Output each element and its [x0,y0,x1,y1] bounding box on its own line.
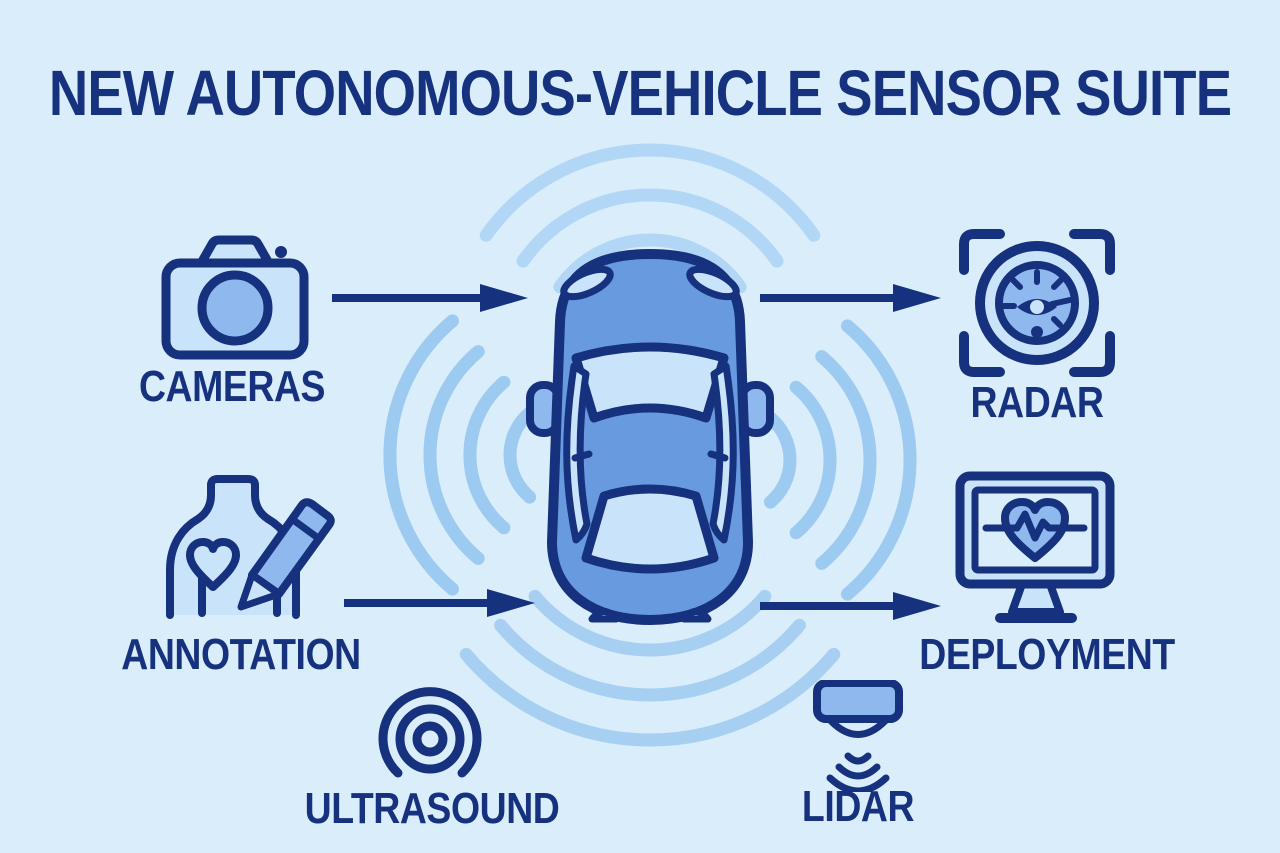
right-pillar [707,450,729,462]
lidar-waves-icon [826,752,890,795]
lidar-device [813,679,903,723]
windshield [571,342,729,423]
node-lidar [810,679,906,797]
front-waves-icon [479,143,821,294]
rear-window [581,484,719,574]
node-cameras [160,235,310,365]
node-radar [958,228,1116,383]
ultrasound-icon [378,687,482,778]
gauge-ticks [1001,269,1073,328]
left-waves-icon [383,314,537,596]
label-cameras: CAMERAS [138,362,326,411]
node-annotation [140,455,345,628]
node-deployment [952,470,1120,633]
arrow-cameras-to-vehicle [330,278,530,323]
lidar-dome [827,717,889,738]
left-headlight-icon [560,265,614,301]
car-top-view-icon [383,143,917,747]
label-lidar: LIDAR [801,782,915,831]
viewfinder-brackets-icon [959,229,1115,377]
eye-icon [1017,299,1057,315]
right-taillight-icon [680,608,712,623]
left-pillar [571,450,593,462]
right-waves-icon [763,319,917,601]
gauge-dot [1031,326,1043,338]
heart-icon [186,538,240,591]
vehicle-center-group [380,130,920,750]
deployment-icon [955,471,1115,623]
lidar-icon [813,679,903,795]
left-side-window [563,362,591,544]
page-title: NEW AUTONOMOUS-VEHICLE SENSOR SUITE [48,57,1232,129]
rear-waves-icon [459,589,841,747]
right-headlight-icon [686,265,740,301]
radar-icon [959,229,1115,377]
node-ultrasound [375,683,485,800]
ecg-line [982,510,1088,542]
label-annotation: ANNOTATION [121,630,361,679]
arrow-annotation-to-vehicle [342,583,537,628]
camera-button-icon [275,246,287,258]
arrow-vehicle-to-deployment [758,586,943,631]
label-deployment: DEPLOYMENT [919,630,1175,679]
label-ultrasound: ULTRASOUND [304,784,560,833]
camera-lens-icon [197,270,273,346]
arrow-vehicle-to-radar [758,278,943,323]
pencil-icon [237,498,335,611]
annotation-icon [166,475,335,619]
camera-icon [161,235,309,360]
label-radar: RADAR [970,378,1104,427]
left-taillight-icon [588,608,620,623]
right-side-window [709,362,737,544]
